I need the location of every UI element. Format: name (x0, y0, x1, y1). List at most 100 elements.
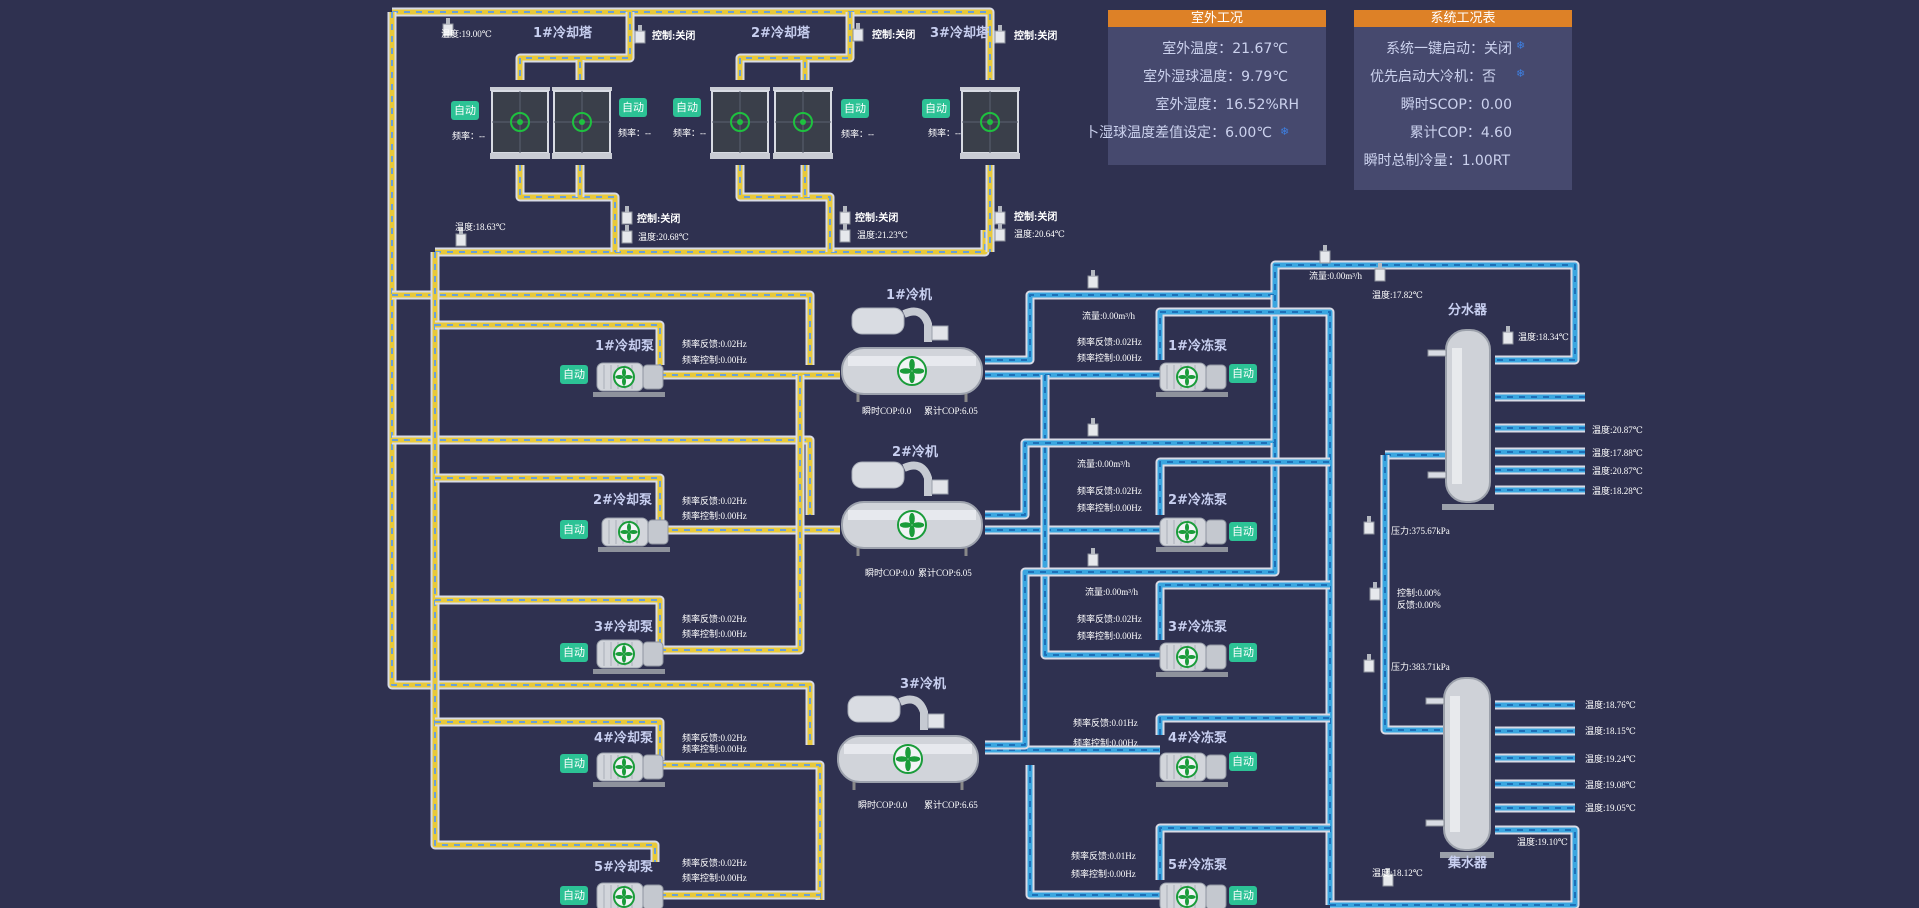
cooling-water-pipe (660, 375, 805, 655)
outdoor-temp-row: 室外温度：21.67℃ (1162, 40, 1288, 58)
cooling-pump-2-freq-feedback: 频率反馈:0.02Hz (682, 496, 747, 506)
chilled-pump-1-auto-button[interactable]: 自动 (1229, 364, 1257, 383)
tower-supply-temp: 温度:19.00℃ (441, 29, 492, 39)
wetbulb-diff-settings-icon[interactable]: ❄ (1280, 125, 1290, 138)
main-supply-temp: 温度:17.82℃ (1372, 290, 1423, 300)
valve-icon (621, 206, 633, 225)
tower-1-top-valve-status: 控制:关闭 (652, 31, 696, 42)
chilled-water-pipe (985, 295, 1280, 520)
cooling-water-pipe (430, 252, 660, 862)
inst-scop-value: 0.00 (1480, 97, 1512, 113)
valve-icon (1382, 868, 1394, 887)
prefer-large-chiller-row: 优先启动大冷机：否 (1370, 68, 1496, 86)
cooling-water-pipe (515, 165, 620, 252)
distributor-branch-temp-4: 温度:18.28℃ (1592, 486, 1643, 496)
distributor-vessel-icon (1427, 329, 1494, 510)
chilled-water-pipe (1155, 580, 1330, 640)
tower-base (490, 153, 550, 159)
chilled-water-pipe (1040, 375, 1160, 660)
prefer-large-chiller-toggle-icon[interactable]: ❄ (1516, 67, 1526, 80)
tower-3-auto-button[interactable]: 自动 (922, 99, 950, 118)
chilled-pump-3-auto-button[interactable]: 自动 (1229, 643, 1257, 662)
chilled-water-pipe (1155, 823, 1330, 880)
tower-1b-freq: 频率：-- (618, 128, 651, 138)
wetbulb-diff-label: 卜湿球温度差值设定： (1085, 125, 1226, 141)
tower-base (552, 153, 612, 159)
tower-1a-auto-button[interactable]: 自动 (451, 101, 479, 120)
tower-2a-icon (710, 87, 770, 159)
chilled-pump-5-auto-button[interactable]: 自动 (1229, 886, 1257, 905)
outdoor-humidity-row: 室外湿度：16.52%RH (1155, 96, 1299, 114)
chilled-water-pipe (1025, 765, 1160, 900)
outdoor-temp-label: 室外温度： (1162, 41, 1233, 57)
one-key-start-value: 关闭 (1484, 41, 1512, 57)
distributor-title: 分水器 (1448, 303, 1488, 318)
tower-1b-icon (552, 87, 612, 159)
tower-1a-freq: 频率：-- (452, 131, 485, 141)
valve-icon (994, 25, 1006, 44)
cooling-pump-2-auto-button[interactable]: 自动 (560, 520, 588, 539)
cum-cop-value: 4.60 (1480, 125, 1512, 141)
tower-return-temp: 温度:18.63℃ (455, 222, 506, 232)
chilled-water-pipe (1380, 455, 1460, 735)
chiller-3-inst-cop: 瞬时COP:0.0 (858, 800, 908, 810)
chiller-3-title: 3#冷机 (900, 677, 946, 692)
outdoor-panel-title: 室外工况 (1108, 10, 1326, 27)
chilled-flow-1: 流量:0.00m³/h (1082, 311, 1135, 321)
cooling-pump-1-icon (593, 362, 665, 397)
collector-vessel-icon (1425, 677, 1494, 858)
collector-branch-temp-4: 温度:19.08℃ (1585, 780, 1636, 790)
valve-icon (1087, 270, 1099, 289)
chilled-water-pipe (1330, 825, 1580, 908)
cum-cop-label: 累计COP： (1409, 125, 1481, 141)
cooling-water-pipe (392, 7, 995, 30)
chiller-3-cum-cop: 累计COP:6.65 (924, 800, 978, 810)
collector-branch-temp-2: 温度:18.15℃ (1585, 726, 1636, 736)
chilled-pump-1-title: 1#冷冻泵 (1168, 339, 1227, 354)
cooling-pump-1-freq-feedback: 频率反馈:0.02Hz (682, 339, 747, 349)
inst-scop-row: 瞬时SCOP：0.00 (1401, 96, 1512, 114)
valve-icon (839, 224, 851, 243)
cooling-pump-1-title: 1#冷却泵 (595, 339, 654, 354)
tower-3-outlet-temp: 温度:20.64℃ (1014, 229, 1065, 239)
one-key-start-toggle-icon[interactable]: ❄ (1516, 39, 1526, 52)
chilled-pump-4-auto-button[interactable]: 自动 (1229, 752, 1257, 771)
cooling-pump-2-title: 2#冷却泵 (593, 493, 652, 508)
cooling-pump-5-icon (596, 882, 664, 908)
cooling-pump-4-auto-button[interactable]: 自动 (560, 754, 588, 773)
cooling-pump-2-icon (598, 517, 670, 552)
tower-1a-icon (490, 87, 550, 159)
bypass-valve-control: 控制:0.00% (1397, 588, 1441, 598)
compressor (851, 461, 905, 489)
chilled-pump-2-freq-feedback: 频率反馈:0.02Hz (1077, 486, 1142, 496)
chilled-pump-5-freq-control: 频率控制:0.00Hz (1071, 869, 1136, 879)
cooling-pump-5-title: 5#冷却泵 (594, 860, 653, 875)
chilled-pump-3-title: 3#冷冻泵 (1168, 620, 1227, 635)
tower-1b-auto-button[interactable]: 自动 (619, 98, 647, 117)
chilled-flow-3: 流量:0.00m³/h (1085, 587, 1138, 597)
chilled-water-pipe (1155, 307, 1335, 905)
cooling-water-pipe (515, 12, 635, 80)
tower-2a-auto-button[interactable]: 自动 (673, 98, 701, 117)
cooling-water-pipe (392, 435, 815, 515)
tower-3-top-valve-status: 控制:关闭 (1014, 31, 1058, 42)
chiller-1-cum-cop: 累计COP:6.05 (924, 406, 978, 416)
cooling-water-pipe (735, 12, 855, 80)
chiller-2-inst-cop: 瞬时COP:0.0 (865, 568, 915, 578)
chilled-pump-3-freq-feedback: 频率反馈:0.02Hz (1077, 614, 1142, 624)
tower-3-title: 3#冷却塔 (930, 26, 989, 41)
chilled-pump-4-icon (1156, 752, 1228, 787)
chilled-pump-5-freq-feedback: 频率反馈:0.01Hz (1071, 851, 1136, 861)
cooling-pump-3-auto-button[interactable]: 自动 (560, 643, 588, 662)
wetbulb-diff-row: 卜湿球温度差值设定：6.00℃ (1085, 124, 1272, 142)
collector-side-temp: 温度:19.10℃ (1517, 837, 1568, 847)
chilled-pump-2-auto-button[interactable]: 自动 (1229, 522, 1257, 541)
tower-2b-icon (773, 87, 833, 159)
cooling-pump-1-auto-button[interactable]: 自动 (560, 365, 588, 384)
outdoor-humidity-label: 室外湿度： (1155, 97, 1226, 113)
tower-2b-auto-button[interactable]: 自动 (841, 99, 869, 118)
chilled-pump-5-title: 5#冷冻泵 (1168, 858, 1227, 873)
chilled-pump-2-icon (1156, 517, 1228, 552)
cooling-pump-5-auto-button[interactable]: 自动 (560, 886, 588, 905)
cooling-water-pipe (435, 320, 665, 365)
